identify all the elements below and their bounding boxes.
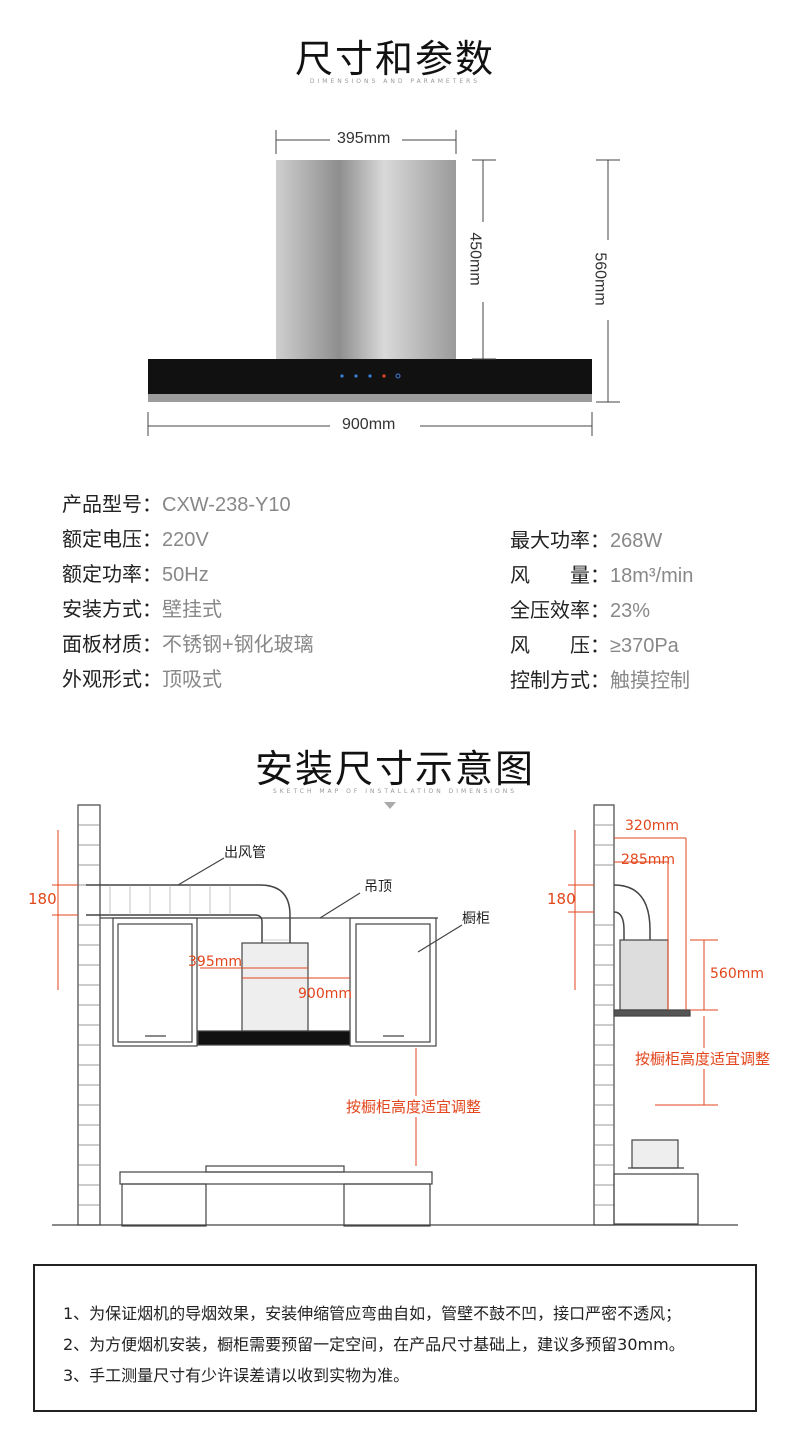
spec-label: 安装方式： [62,597,162,621]
label-right-180: 180 [547,890,576,908]
spec-row: 控制方式：触摸控制 [510,664,693,699]
spec-value: ≥370Pa [610,635,679,657]
section-title-dimensions: 尺寸和参数 [294,37,495,81]
spec-label: 最大功率： [510,528,610,552]
label-adjust-right: 按橱柜高度适宜调整 [635,1048,771,1069]
spec-label: 全压效率： [510,598,610,622]
dim-width-top: 395mm [337,130,391,148]
spec-row: 最大功率：268W [510,524,693,559]
section-subtitle-dimensions: DIMENSIONS AND PARAMETERS [309,78,481,85]
spec-row: 产品型号：CXW-238-Y10 [62,488,314,523]
notes-box: 1、为保证烟机的导烟效果，安装伸缩管应弯曲自如，管壁不鼓不凹，接口严密不透风； … [33,1264,757,1412]
specs-left: 产品型号：CXW-238-Y10 额定电压：220V 额定功率：50Hz 安装方… [62,488,314,698]
spec-value: 220V [162,529,209,551]
note-item: 1、为保证烟机的导烟效果，安装伸缩管应弯曲自如，管壁不鼓不凹，接口严密不透风； [63,1304,682,1323]
spec-label: 额定功率： [62,562,162,586]
section-title-installation: 安装尺寸示意图 [254,747,535,791]
label-height-560: 560mm [710,966,764,982]
spec-row: 面板材质：不锈钢+钢化玻璃 [62,628,314,663]
spec-value: 触摸控制 [610,670,690,692]
spec-label: 控制方式： [510,668,610,692]
chevron-down-icon [384,802,396,809]
dim-width-total: 900mm [342,416,396,434]
spec-row: 安装方式：壁挂式 [62,593,314,628]
specs-right: 最大功率：268W 风 量：18m³/min 全压效率：23% 风 压：≥370… [510,524,693,699]
product-dimension-diagram: 395mm 450mm 560mm 900mm [0,110,790,450]
spec-label: 产品型号： [62,492,162,516]
spec-label: 外观形式： [62,667,162,691]
spec-value: 50Hz [162,564,209,586]
hood-chimney [276,160,456,360]
spec-value: 顶吸式 [162,669,222,691]
spec-label: 面板材质： [62,632,162,656]
dim-height-body: 450mm [465,232,484,286]
note-item: 3、手工测量尺寸有少许误差请以收到实物为准。 [63,1366,410,1385]
label-width-900: 900mm [298,986,352,1002]
spec-label: 风 量： [510,563,610,587]
spec-value: 18m³/min [610,565,694,587]
installation-sketch: 出风管 吊顶 橱柜 180 395mm 900mm 按橱柜高度适宜调整 180 … [0,800,790,1240]
label-depth-285: 285mm [621,852,675,868]
spec-row: 风 量：18m³/min [510,559,693,594]
section-subtitle-installation: SKETCH MAP OF INSTALLATION DIMENSIONS [272,788,518,795]
label-depth-320: 320mm [625,818,679,834]
label-left-180: 180 [28,890,57,908]
spec-value: CXW-238-Y10 [162,494,291,516]
spec-value: 268W [610,530,663,552]
note-item: 2、为方便烟机安装，橱柜需要预留一定空间，在产品尺寸基础上，建议多预留30mm。 [63,1335,685,1354]
label-width-395: 395mm [188,954,242,970]
spec-value: 23% [610,600,651,622]
spec-label: 风 压： [510,633,610,657]
range-hood-illustration [147,130,620,436]
label-duct: 出风管 [224,845,266,861]
spec-row: 外观形式：顶吸式 [62,663,314,698]
label-adjust-left: 按橱柜高度适宜调整 [346,1096,482,1117]
spec-row: 额定功率：50Hz [62,558,314,593]
dim-height-total: 560mm [590,252,609,306]
label-ceiling: 吊顶 [364,879,392,895]
spec-value: 壁挂式 [162,599,222,621]
spec-label: 额定电压： [62,527,162,551]
spec-value: 不锈钢+钢化玻璃 [162,634,314,656]
label-cabinet: 橱柜 [462,911,490,927]
installation-illustration [52,804,738,1227]
spec-row: 全压效率：23% [510,594,693,629]
spec-row: 风 压：≥370Pa [510,629,693,664]
spec-row: 额定电压：220V [62,523,314,558]
